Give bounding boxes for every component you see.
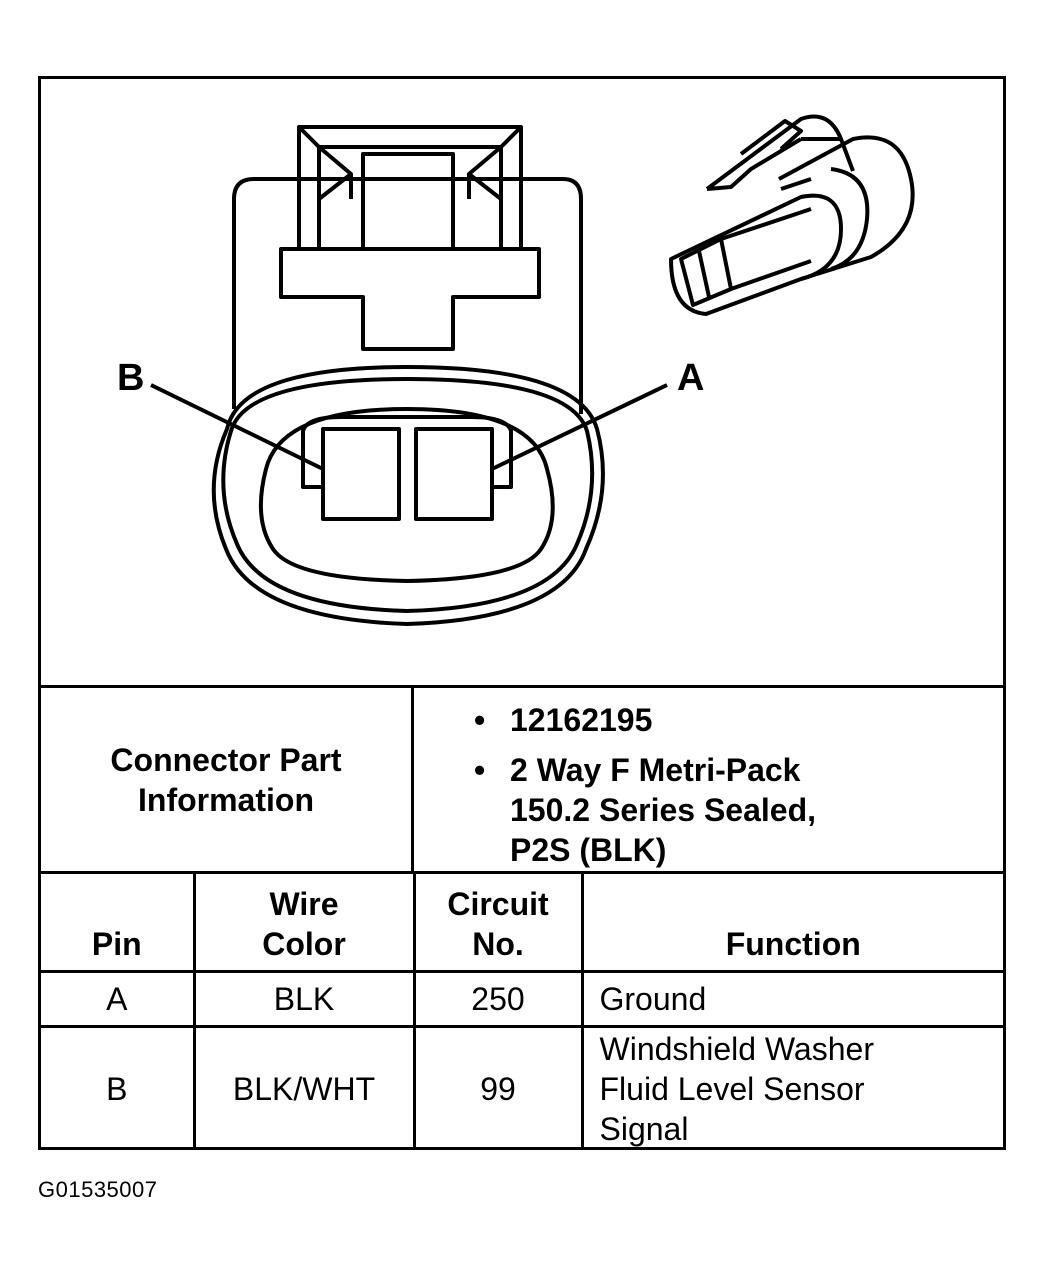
connector-type-line-1: 2 Way F Metri-Pack [510, 752, 801, 788]
seal-inner [221, 377, 595, 613]
terminal-a [414, 427, 494, 521]
part-number: 12162195 [510, 702, 653, 738]
housing-shell [232, 177, 583, 414]
connector-type-line-3: P2S (BLK) [510, 832, 667, 868]
cell-wire-color: BLK [192, 970, 416, 1028]
table-row: A BLK 250 Ground [41, 970, 1003, 1028]
header-pin: Pin [41, 871, 196, 973]
connector-type-item: • 2 Way F Metri-Pack 150.2 Series Sealed… [474, 750, 930, 870]
connector-perspective-sketch [669, 114, 915, 316]
connector-type-line-2: 150.2 Series Sealed, [510, 792, 816, 828]
cell-circuit: 99 [412, 1025, 584, 1150]
terminal-b [321, 427, 401, 521]
title-line-2: Information [138, 781, 314, 818]
connector-info-title-cell: Connector Part Information [41, 688, 414, 871]
cell-function: Windshield Washer Fluid Level Sensor Sig… [580, 1025, 1003, 1150]
title-line-1: Connector Part [110, 741, 342, 778]
part-number-item: • 12162195 [474, 700, 930, 740]
bullet-icon: • [474, 702, 486, 738]
bullet-icon: • [474, 752, 486, 788]
connector-info-title: Connector Part Information [76, 740, 376, 820]
key-cross [279, 152, 541, 351]
leader-a [491, 383, 668, 471]
connector-face-drawing [150, 114, 915, 626]
cell-pin: A [41, 970, 196, 1028]
connector-info-details-cell: • 12162195 • 2 Way F Metri-Pack 150.2 Se… [414, 688, 1003, 871]
cell-wire-color: BLK/WHT [192, 1025, 416, 1150]
cell-pin: B [41, 1025, 196, 1150]
table-row: B BLK/WHT 99 Windshield Washer Fluid Lev… [41, 1025, 1003, 1150]
cell-function: Ground [580, 970, 1003, 1028]
connector-diagram: B A [41, 79, 1003, 685]
connector-info-list: • 12162195 • 2 Way F Metri-Pack 150.2 Se… [474, 700, 930, 880]
cavity [258, 407, 555, 583]
figure-code: G01535007 [38, 1177, 158, 1202]
cell-circuit: 250 [412, 970, 584, 1028]
connector-frame: B A Connector Part Information • 1216219… [38, 76, 1006, 1150]
pin-label-a: A [677, 357, 705, 399]
header-function: Function [580, 871, 1003, 973]
connector-info-section: Connector Part Information • 12162195 • … [41, 685, 1003, 871]
seal-outer [211, 365, 605, 626]
pin-label-b: B [117, 357, 145, 399]
leader-b [150, 383, 324, 471]
